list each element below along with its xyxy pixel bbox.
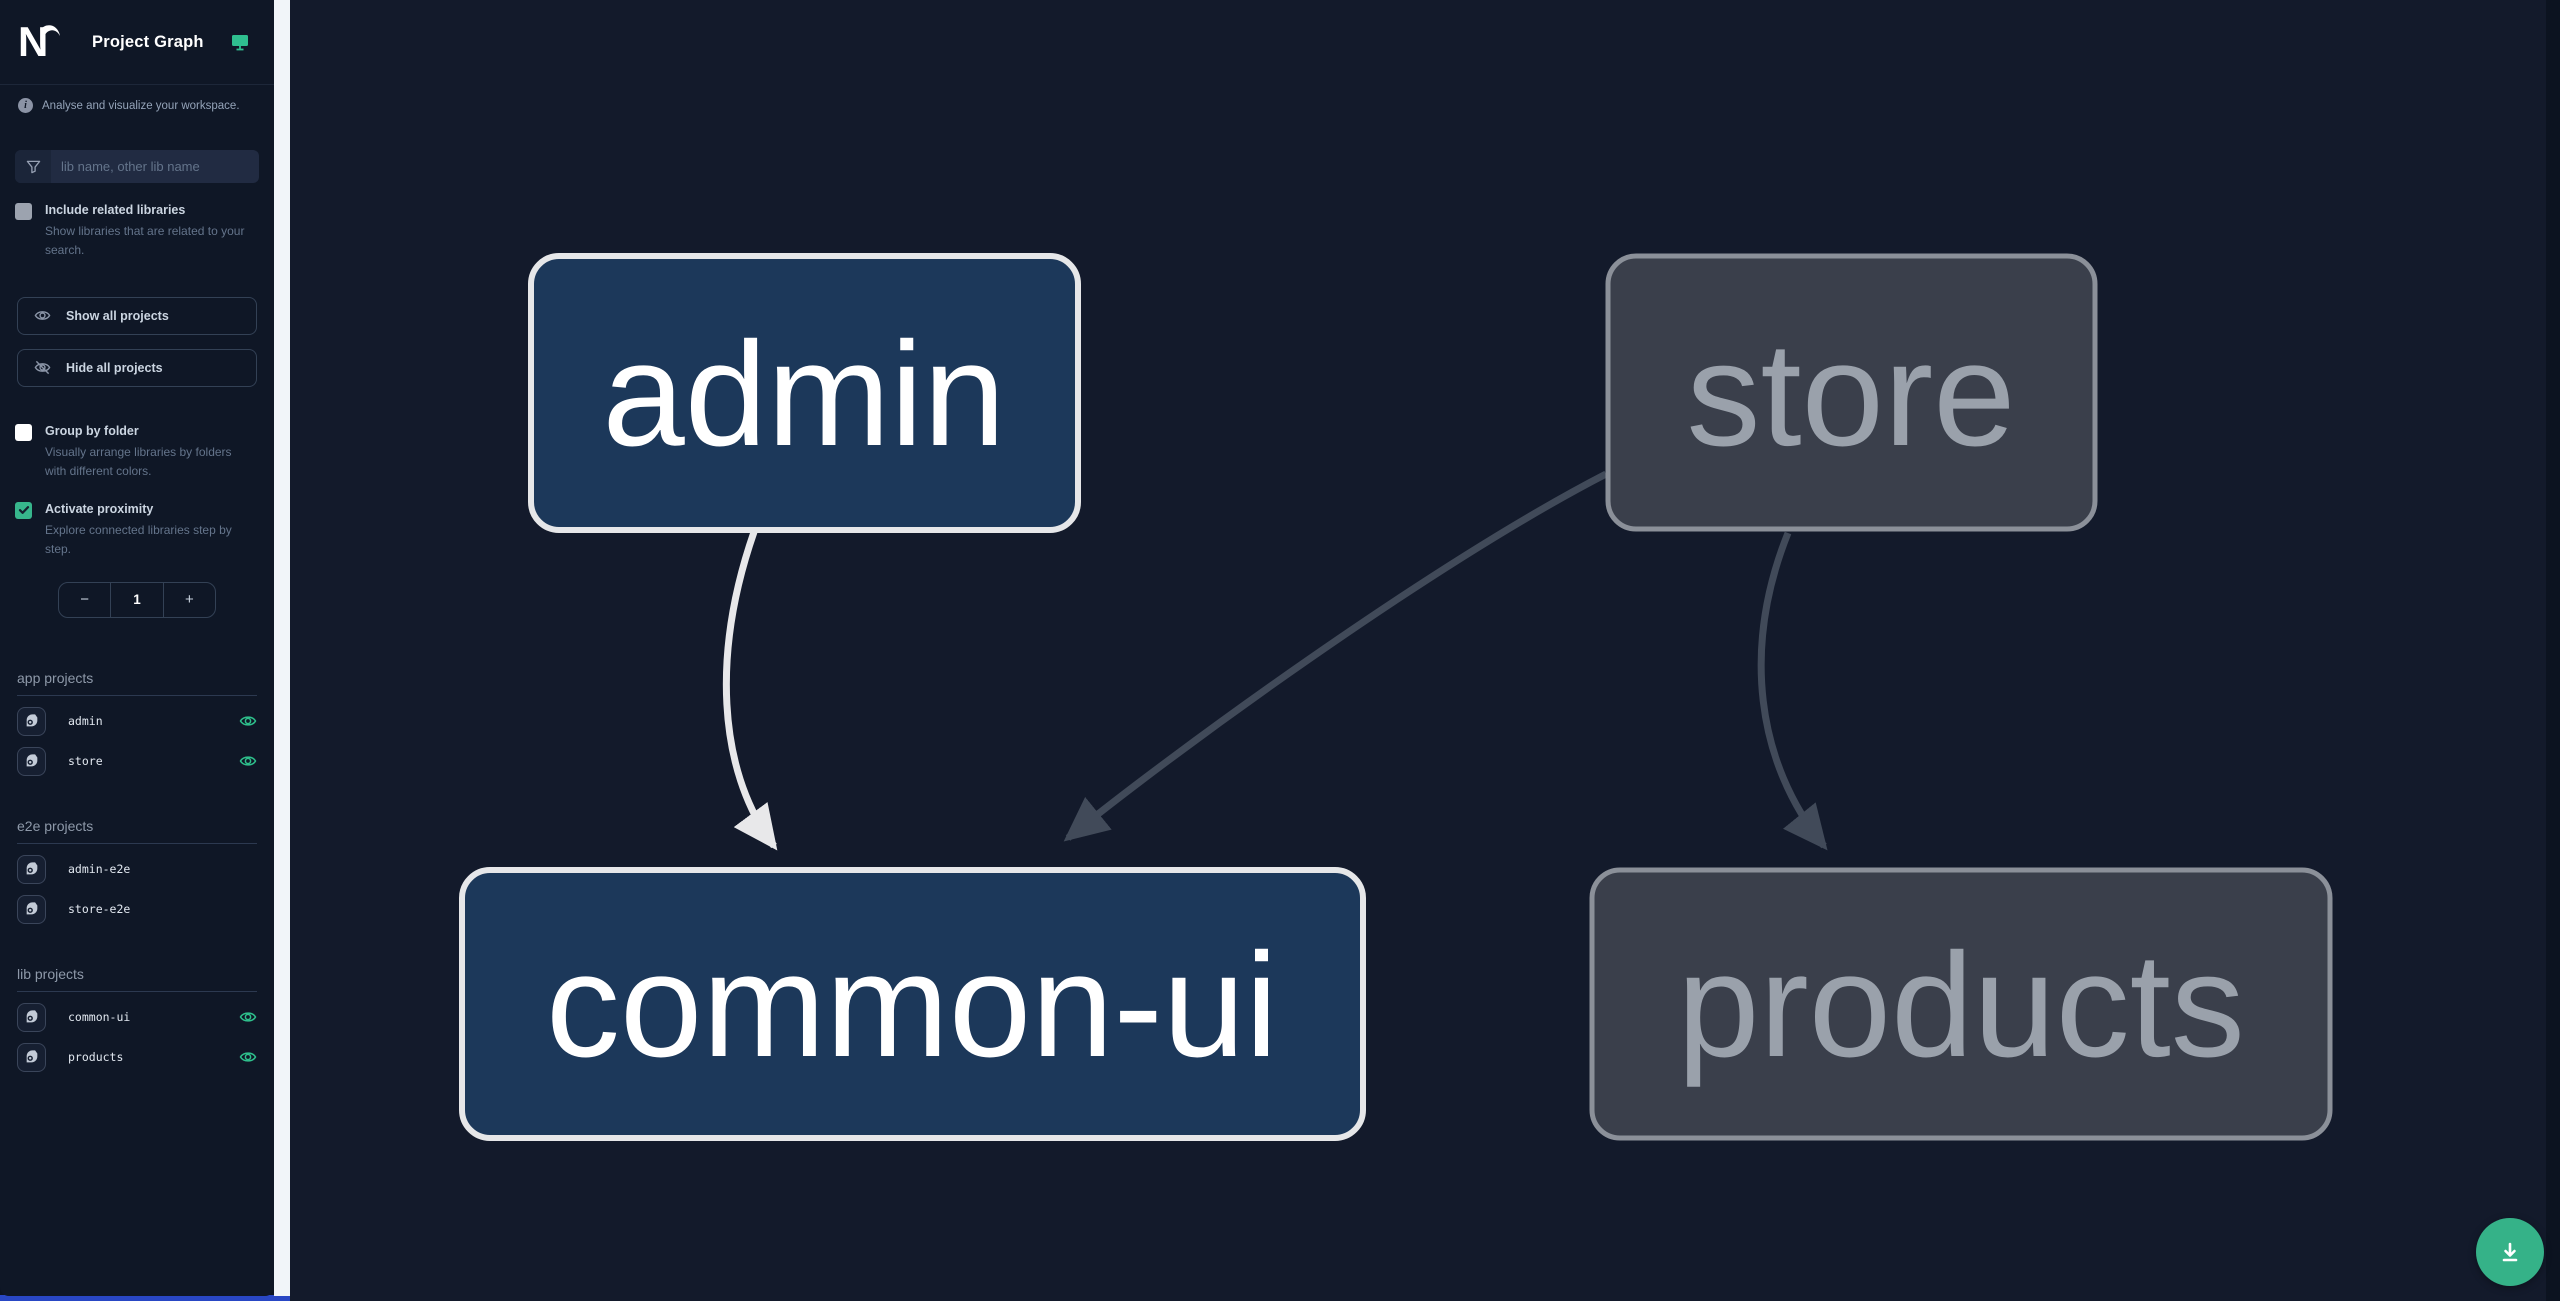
check-icon bbox=[18, 506, 29, 515]
section-title: lib projects bbox=[17, 966, 257, 992]
funnel-icon bbox=[15, 150, 51, 183]
tagline-text: Analyse and visualize your workspace. bbox=[42, 99, 240, 112]
node-store[interactable]: store bbox=[1605, 253, 2098, 532]
focus-icon bbox=[26, 754, 37, 767]
node-admin[interactable]: admin bbox=[528, 253, 1081, 533]
scrollbar-track[interactable] bbox=[2546, 0, 2560, 1301]
focus-project-button[interactable] bbox=[17, 706, 46, 736]
project-row-common-ui: common-ui bbox=[17, 1002, 257, 1032]
focus-project-button[interactable] bbox=[17, 854, 46, 884]
node-products[interactable]: products bbox=[1589, 867, 2333, 1141]
group-by-folder-desc: Visually arrange libraries by folders wi… bbox=[45, 444, 232, 479]
sidebar-resize-handle[interactable] bbox=[274, 0, 290, 1296]
dependency-graph: admin store common-ui products bbox=[459, 253, 2333, 1141]
eye-icon[interactable] bbox=[239, 752, 257, 770]
proximity-stepper: − 1 + bbox=[58, 581, 216, 618]
project-row-admin: admin bbox=[17, 706, 257, 736]
edge-store-to-common-ui bbox=[1063, 470, 1608, 842]
proximity-increment-button[interactable]: + bbox=[162, 582, 215, 617]
monitor-icon[interactable] bbox=[230, 32, 250, 52]
section-e2e-projects: e2e projects admin-e2e store-e2e bbox=[0, 818, 274, 924]
svg-text:common-ui: common-ui bbox=[546, 923, 1278, 1088]
focus-project-button[interactable] bbox=[17, 894, 46, 924]
activate-proximity-row: Activate proximity Explore connected lib… bbox=[0, 501, 274, 560]
filter-input[interactable] bbox=[51, 150, 259, 183]
section-title: e2e projects bbox=[17, 818, 257, 844]
eye-icon[interactable] bbox=[239, 1048, 257, 1066]
project-name[interactable]: common-ui bbox=[68, 1010, 131, 1025]
sidebar: N Project Graph i Analyse and visualize … bbox=[0, 0, 274, 1296]
download-icon bbox=[2502, 1242, 2518, 1262]
sidebar-header: N Project Graph bbox=[0, 0, 274, 84]
svg-text:products: products bbox=[1677, 923, 2245, 1088]
include-related-label: Include related libraries bbox=[45, 203, 186, 217]
project-row-store-e2e: store-e2e bbox=[17, 894, 257, 924]
hide-all-projects-button[interactable]: Hide all projects bbox=[17, 348, 257, 387]
group-by-folder-checkbox[interactable] bbox=[15, 423, 32, 441]
section-app-projects: app projects admin store bbox=[0, 670, 274, 776]
svg-text:N: N bbox=[18, 20, 48, 64]
activate-proximity-checkbox[interactable] bbox=[15, 501, 32, 519]
section-title: app projects bbox=[17, 670, 257, 696]
show-all-projects-button[interactable]: Show all projects bbox=[17, 296, 257, 335]
node-common-ui[interactable]: common-ui bbox=[459, 867, 1366, 1141]
nx-logo: N bbox=[18, 20, 60, 64]
project-row-admin-e2e: admin-e2e bbox=[17, 854, 257, 884]
bottom-accent-bar bbox=[0, 1295, 292, 1301]
page-title: Project Graph bbox=[92, 32, 204, 51]
include-related-row: Include related libraries Show libraries… bbox=[0, 202, 274, 261]
edge-admin-to-common-ui bbox=[722, 530, 778, 851]
focus-project-button[interactable] bbox=[17, 1002, 46, 1032]
filter-box bbox=[15, 150, 259, 183]
focus-icon bbox=[26, 1050, 37, 1063]
download-image-button[interactable] bbox=[2476, 1218, 2544, 1286]
group-by-folder-label: Group by folder bbox=[45, 423, 139, 438]
focus-project-button[interactable] bbox=[17, 746, 46, 776]
include-related-checkbox[interactable] bbox=[15, 203, 32, 220]
group-by-folder-row: Group by folder Visually arrange librari… bbox=[0, 423, 274, 482]
project-name[interactable]: store bbox=[68, 754, 103, 769]
tagline-row: i Analyse and visualize your workspace. bbox=[0, 84, 274, 128]
edge-store-to-products bbox=[1757, 531, 1828, 851]
section-lib-projects: lib projects common-ui pro bbox=[0, 966, 274, 1072]
activate-proximity-desc: Explore connected libraries step by step… bbox=[45, 522, 232, 557]
eye-icon bbox=[34, 311, 51, 321]
graph-canvas[interactable]: admin store common-ui products bbox=[290, 0, 2546, 1301]
project-name[interactable]: admin-e2e bbox=[68, 862, 131, 877]
hide-all-projects-label: Hide all projects bbox=[66, 360, 163, 375]
show-all-projects-label: Show all projects bbox=[66, 308, 169, 323]
focus-project-button[interactable] bbox=[17, 1042, 46, 1072]
svg-text:admin: admin bbox=[602, 312, 1005, 477]
proximity-value: 1 bbox=[110, 582, 162, 617]
svg-text:store: store bbox=[1686, 312, 2015, 477]
project-name[interactable]: store-e2e bbox=[68, 902, 131, 917]
focus-icon bbox=[26, 902, 37, 915]
eye-icon[interactable] bbox=[239, 1008, 257, 1026]
focus-icon bbox=[26, 862, 37, 875]
focus-icon bbox=[26, 714, 37, 727]
project-name[interactable]: products bbox=[68, 1050, 124, 1065]
info-icon: i bbox=[18, 98, 33, 113]
project-name[interactable]: admin bbox=[68, 714, 103, 729]
eye-icon[interactable] bbox=[239, 712, 257, 730]
focus-icon bbox=[26, 1010, 37, 1023]
include-related-desc: Show libraries that are related to your … bbox=[45, 224, 245, 258]
project-row-store: store bbox=[17, 746, 257, 776]
project-row-products: products bbox=[17, 1042, 257, 1072]
proximity-decrement-button[interactable]: − bbox=[80, 591, 90, 609]
activate-proximity-label: Activate proximity bbox=[45, 501, 154, 516]
eye-off-icon bbox=[34, 361, 51, 375]
